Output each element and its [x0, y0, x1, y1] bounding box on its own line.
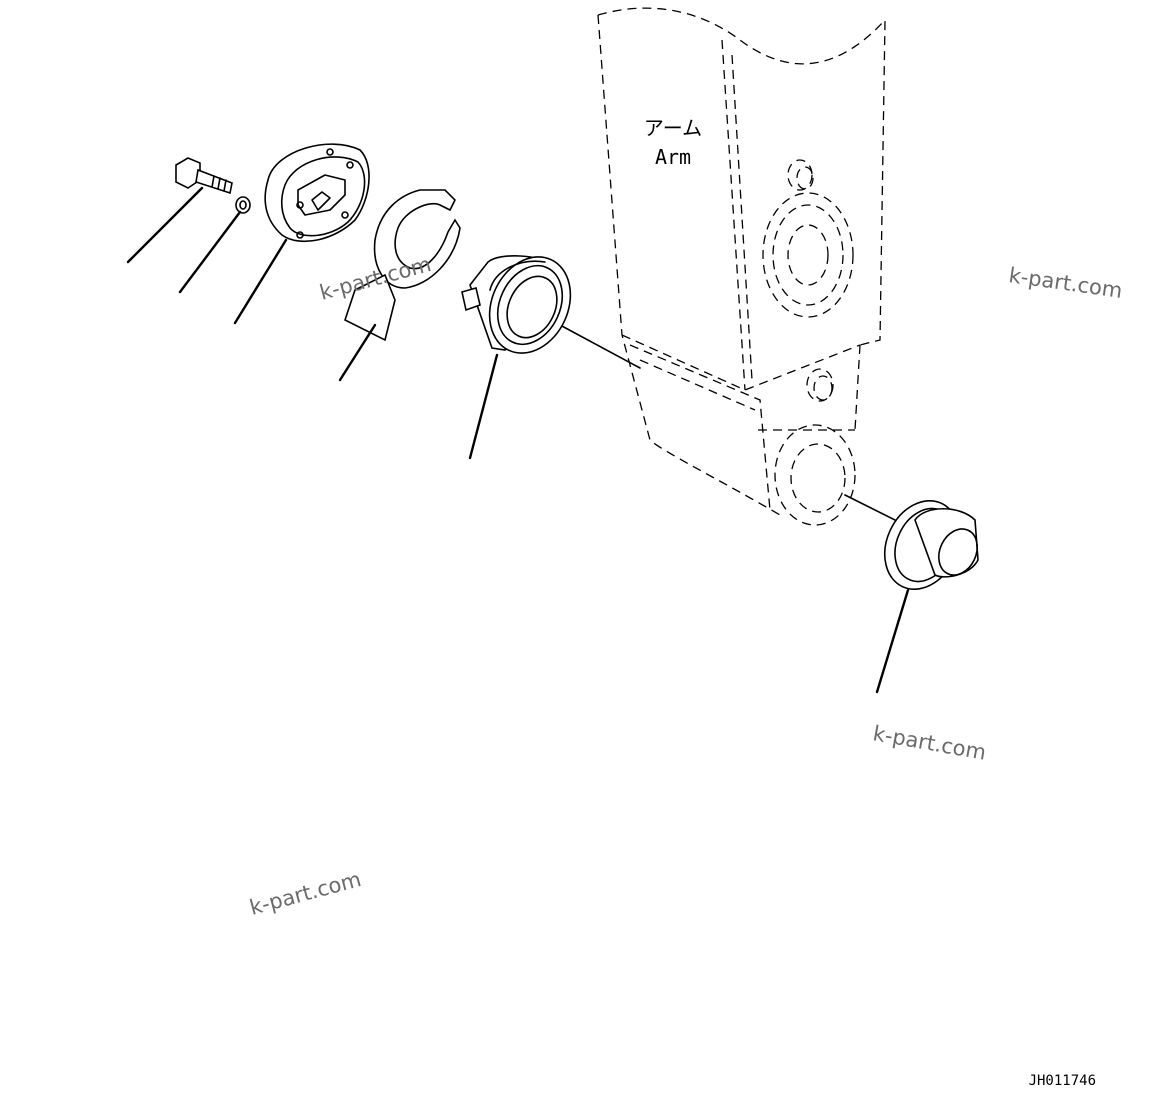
bushing-upper-part — [461, 255, 572, 354]
bushing-lower-part — [883, 499, 979, 591]
arm-label-jp: アーム — [644, 116, 702, 140]
center-line-upper — [559, 324, 641, 369]
arm-body — [597, 7, 886, 526]
leader-shim — [338, 323, 377, 382]
bolt-part — [175, 157, 233, 195]
plate-part — [264, 143, 370, 243]
leader-bushing-lower — [875, 588, 910, 694]
leader-plate — [233, 238, 288, 325]
arm-label-en: Arm — [655, 145, 691, 169]
center-line-lower — [844, 494, 906, 526]
watermark: k-part.com — [247, 867, 364, 920]
watermark: k-part.com — [871, 721, 988, 764]
shim-part — [344, 189, 461, 342]
leader-bolt — [126, 186, 204, 264]
leader-bushing-upper — [468, 353, 499, 460]
drawing-number: JH011746 — [1029, 1073, 1096, 1089]
watermark: k-part.com — [1007, 263, 1124, 303]
washer-part — [235, 196, 251, 214]
leader-washer — [178, 210, 242, 294]
leader-lines — [126, 186, 910, 694]
